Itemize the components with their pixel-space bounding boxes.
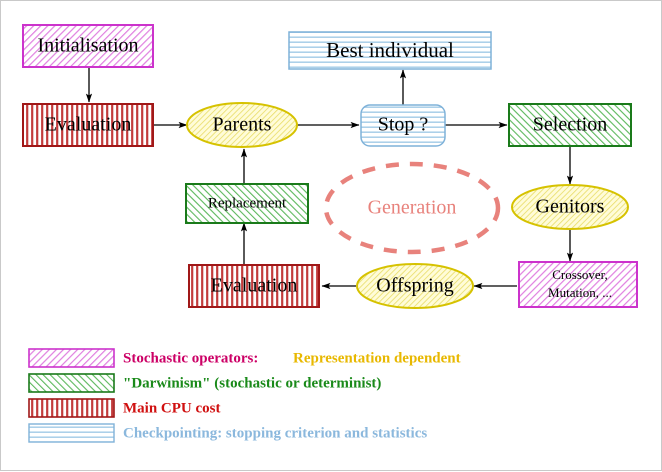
legend-row-darwinism: "Darwinism" (stochastic or determinist) (28, 373, 381, 393)
stop-label: Stop ? (378, 114, 429, 136)
evaluation-bottom-label: Evaluation (211, 275, 298, 297)
genitors-label: Genitors (536, 196, 605, 218)
legend-label-main-cpu-cost: Main CPU cost (123, 400, 221, 416)
parents-label: Parents (213, 114, 272, 136)
legend-swatch-red (28, 398, 115, 418)
legend-swatch-magenta (28, 348, 115, 368)
offspring-label: Offspring (376, 275, 453, 297)
node-offspring[interactable]: Offspring (356, 263, 474, 309)
crossover-box[interactable] (518, 261, 638, 308)
evaluation-top-label: Evaluation (45, 114, 132, 136)
node-parents[interactable]: Parents (186, 102, 298, 148)
node-selection[interactable]: Selection (508, 103, 632, 147)
selection-box[interactable] (508, 103, 632, 147)
node-initialisation[interactable]: Initialisation (22, 24, 154, 68)
node-stop[interactable]: Stop ? (360, 104, 446, 147)
legend-row-main-cpu-cost: Main CPU cost (28, 398, 221, 418)
legend-swatch-blue (28, 423, 115, 443)
arrow-layer (85, 67, 574, 290)
node-evaluation-bottom[interactable]: Evaluation (188, 264, 320, 308)
legend-row-stochastic-operators: Stochastic operators: Representation dep… (28, 348, 461, 368)
crossover-label-line2: Mutation, ... (548, 285, 612, 300)
node-generation-annotation: Generation (323, 161, 501, 255)
legend-label-stochastic-operators: Stochastic operators: (123, 350, 258, 366)
legend-label-darwinism: "Darwinism" (stochastic or determinist) (123, 375, 381, 391)
legend-swatch-green (28, 373, 115, 393)
crossover-label-line1: Crossover, (552, 267, 607, 282)
initialisation-box[interactable] (22, 24, 154, 68)
legend-label-checkpointing: Checkpointing: stopping criterion and st… (123, 425, 427, 441)
stop-box[interactable] (360, 104, 446, 147)
legend-label-representation-dependent: Representation dependent (293, 350, 461, 366)
node-evaluation-top[interactable]: Evaluation (22, 103, 154, 147)
replacement-box[interactable] (185, 183, 309, 224)
genitors-ellipse[interactable] (511, 184, 629, 230)
evaluation-bottom-box[interactable] (188, 264, 320, 308)
node-genitors[interactable]: Genitors (511, 184, 629, 230)
offspring-ellipse[interactable] (356, 263, 474, 309)
initialisation-label: Initialisation (37, 35, 138, 57)
node-best-individual[interactable]: Best individual (288, 31, 492, 70)
legend: Stochastic operators: Representation dep… (28, 348, 461, 443)
selection-label: Selection (533, 114, 607, 136)
best-individual-label: Best individual (326, 38, 454, 62)
evaluation-top-box[interactable] (22, 103, 154, 147)
node-replacement[interactable]: Replacement (185, 183, 309, 224)
parents-ellipse[interactable] (186, 102, 298, 148)
generation-dashed-ellipse (323, 161, 501, 255)
best-individual-box[interactable] (288, 31, 492, 70)
legend-row-checkpointing: Checkpointing: stopping criterion and st… (28, 423, 427, 443)
node-crossover-mutation[interactable]: Crossover, Mutation, ... (518, 261, 638, 308)
generation-label: Generation (368, 197, 457, 219)
replacement-label: Replacement (208, 195, 287, 211)
